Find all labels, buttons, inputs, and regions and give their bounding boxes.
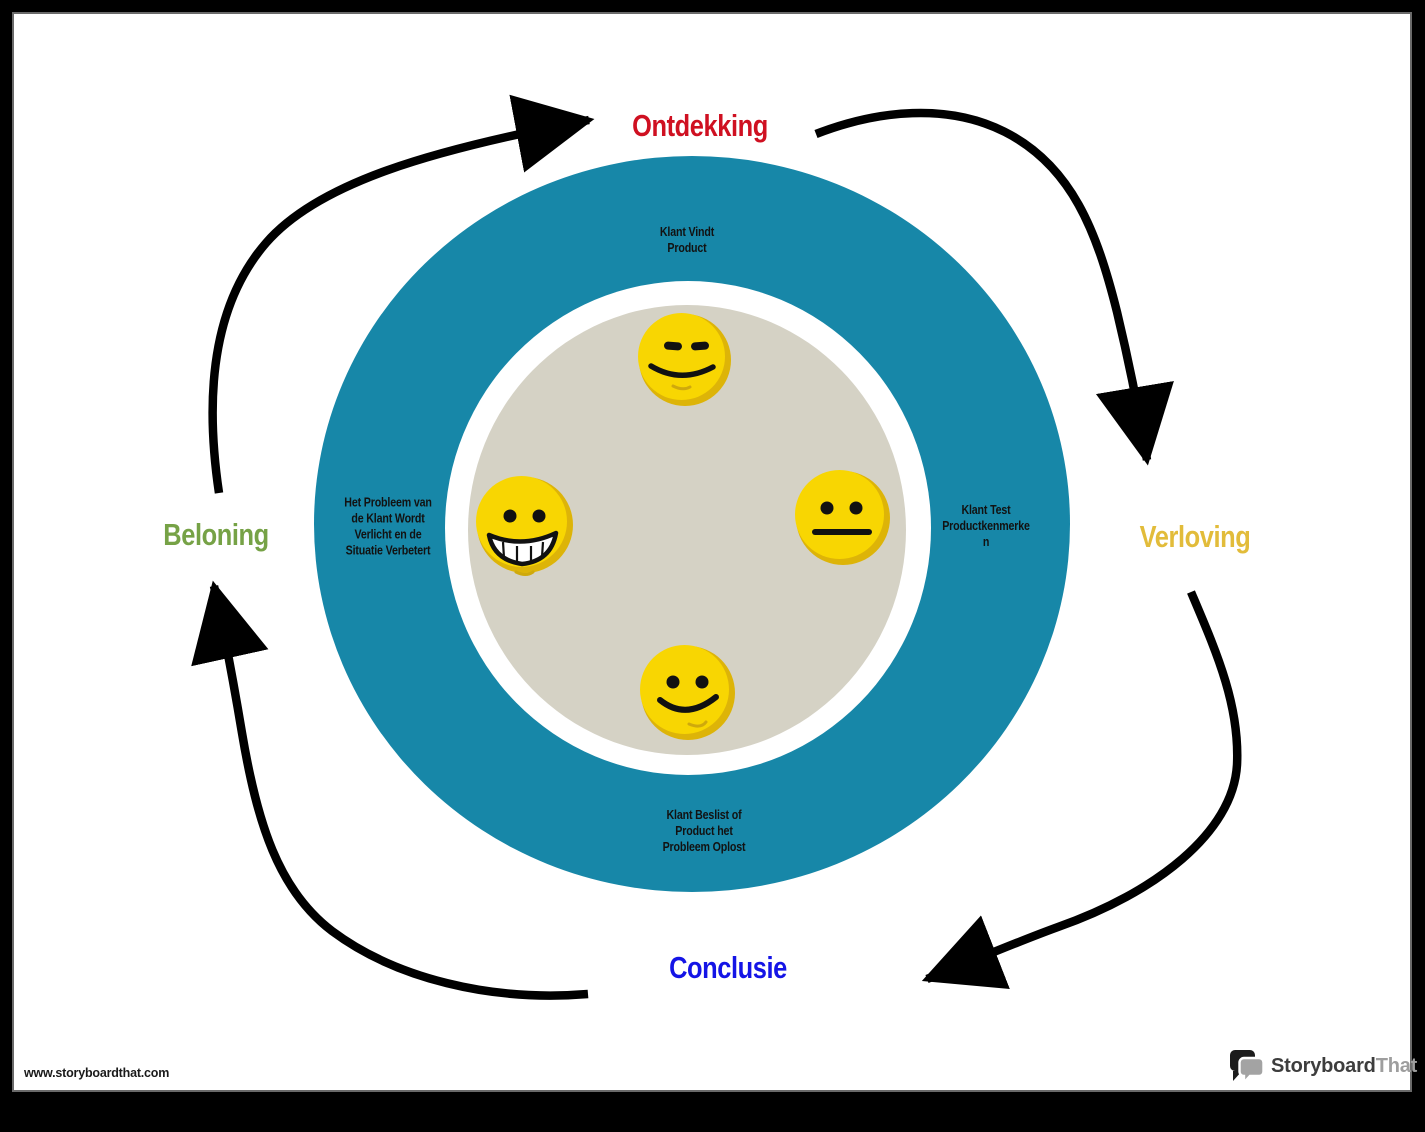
neutral-face-icon [795, 470, 890, 565]
stage-label-ontdekking: Ontdekking [632, 108, 768, 143]
arrow-ontdekking-to-verloving [814, 108, 1174, 466]
grinning-face-icon [476, 476, 573, 576]
arrow-conclusie-to-beloning [191, 580, 589, 1000]
logo-wordmark: StoryboardThat [1271, 1055, 1417, 1078]
stage-label-beloning: Beloning [163, 517, 269, 552]
arrow-beloning-to-ontdekking [208, 94, 595, 494]
ring-label-bottom: Klant Beslist of Product het Probleem Op… [662, 807, 746, 854]
watermark-url: www.storyboardthat.com [24, 1066, 170, 1080]
inner-circle [468, 305, 906, 755]
smiling-face-icon [640, 645, 735, 740]
cycle-arrows [191, 94, 1242, 1000]
stage-label-verloving: Verloving [1139, 519, 1251, 554]
ring-label-left: Het Probleem van de Klant Wordt Verlicht… [344, 494, 432, 557]
speech-bubbles-icon [1230, 1050, 1265, 1085]
annoyed-face-icon [638, 313, 731, 406]
stage-label-conclusie: Conclusie [669, 950, 787, 985]
arrow-verloving-to-conclusie [921, 590, 1242, 990]
logo-part-that: That [1375, 1054, 1418, 1077]
ring-label-right: Klant Test Productkenmerke n [942, 502, 1030, 549]
ring-label-top: Klant Vindt Product [659, 224, 715, 255]
storyboardthat-logo: StoryboardThat [1226, 1047, 1417, 1085]
logo-part-storyboard: Storyboard [1271, 1054, 1376, 1077]
